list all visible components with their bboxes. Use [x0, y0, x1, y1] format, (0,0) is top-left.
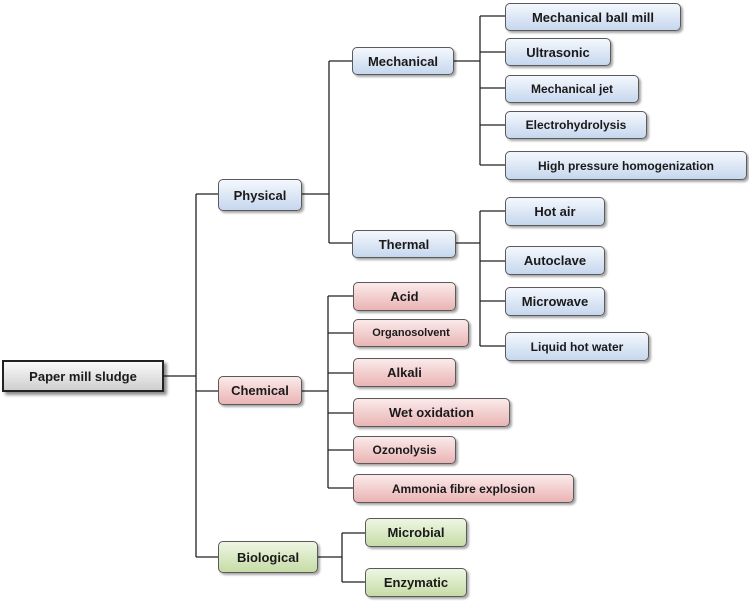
alkali-node: Alkali	[353, 358, 456, 387]
root-node: Paper mill sludge	[2, 360, 164, 392]
electrohydrolysis-node: Electrohydrolysis	[505, 111, 647, 139]
ammonia-fibre-explosion-node: Ammonia fibre explosion	[353, 474, 574, 503]
enzymatic-node: Enzymatic	[365, 568, 467, 597]
biological-node: Biological	[218, 541, 318, 573]
acid-node: Acid	[353, 282, 456, 311]
thermal-node: Thermal	[352, 230, 456, 258]
liquid-hot-water-node: Liquid hot water	[505, 332, 649, 361]
mechanical-node: Mechanical	[352, 47, 454, 75]
microbial-node: Microbial	[365, 518, 467, 547]
microwave-node: Microwave	[505, 287, 605, 316]
mechanical-ball-mill-node: Mechanical ball mill	[505, 3, 681, 31]
hot-air-node: Hot air	[505, 197, 605, 226]
organosolvent-node: Organosolvent	[353, 319, 469, 347]
ultrasonic-node: Ultrasonic	[505, 38, 611, 66]
wet-oxidation-node: Wet oxidation	[353, 398, 510, 427]
mechanical-jet-node: Mechanical jet	[505, 75, 639, 103]
high-pressure-homogenization-node: High pressure homogenization	[505, 151, 747, 180]
autoclave-node: Autoclave	[505, 246, 605, 275]
ozonolysis-node: Ozonolysis	[353, 436, 456, 464]
physical-node: Physical	[218, 179, 302, 211]
chemical-node: Chemical	[218, 376, 302, 405]
